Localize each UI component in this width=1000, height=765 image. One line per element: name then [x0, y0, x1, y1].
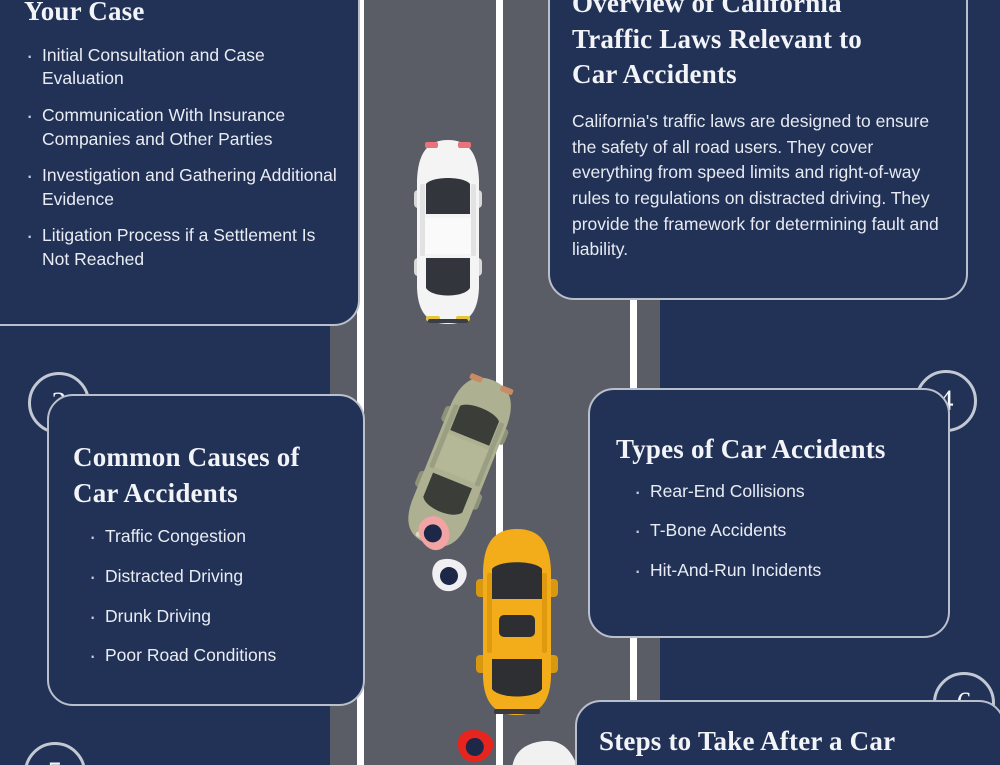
badge-5: 5: [24, 742, 86, 765]
list-item: Litigation Process if a Settlement Is No…: [24, 221, 340, 271]
white-car-bottom: [493, 729, 596, 765]
person-red-svg: [457, 730, 494, 763]
card-types-title: Types of Car Accidents: [616, 434, 886, 464]
card-your-case-bullets: Initial Consultation and Case Evaluation…: [24, 41, 340, 272]
card-steps: Steps to Take After a Car: [575, 700, 1000, 765]
card-types: Types of Car Accidents Rear-End Collisio…: [588, 388, 950, 638]
yellow-suv-svg: [476, 529, 558, 715]
person-red: [448, 722, 501, 765]
card-types-bullets: Rear-End Collisions T-Bone Accidents Hit…: [616, 477, 932, 585]
card-common-causes-title: Common Causes of Car Accidents: [73, 442, 300, 508]
person-pink-svg: [418, 516, 450, 551]
person-white-svg: [432, 558, 467, 592]
list-item: Communication With Insurance Companies a…: [24, 101, 340, 151]
list-item: Poor Road Conditions: [87, 641, 347, 670]
list-item: Hit-And-Run Incidents: [632, 556, 932, 585]
list-item: Distracted Driving: [87, 562, 347, 591]
list-item: Rear-End Collisions: [632, 477, 932, 506]
card-common-causes: Common Causes of Car Accidents Traffic C…: [47, 394, 365, 706]
list-item: T-Bone Accidents: [632, 516, 932, 545]
person-white: [422, 550, 476, 602]
white-sedan-top: [412, 138, 484, 326]
card-traffic-laws: Overview of California Traffic Laws Rele…: [548, 0, 968, 300]
card-traffic-laws-paragraph: California's traffic laws are designed t…: [572, 110, 939, 260]
list-item: Investigation and Gathering Additional E…: [24, 161, 340, 211]
yellow-suv: [474, 527, 560, 717]
title-line-2: Traffic Laws Relevant to: [572, 23, 862, 54]
list-item: Initial Consultation and Case Evaluation: [24, 41, 340, 91]
badge-5-label: 5: [48, 756, 63, 765]
white-sedan-svg: [414, 140, 482, 324]
list-item: Traffic Congestion: [87, 522, 347, 551]
card-common-causes-bullets: Traffic Congestion Distracted Driving Dr…: [73, 522, 347, 670]
lane-line-center: [496, 0, 503, 765]
white-car-bottom-svg: [511, 740, 585, 765]
title-line-1: Overview of California: [572, 0, 842, 18]
lane-line-left: [357, 0, 364, 765]
lane-line-right: [630, 0, 637, 765]
list-item: Drunk Driving: [87, 602, 347, 631]
title-line-3: Car Accidents: [572, 59, 737, 90]
card-your-case-title: Your Case: [24, 0, 145, 26]
card-your-case: Your Case Initial Consultation and Case …: [0, 0, 360, 326]
card-traffic-laws-title: Overview of California Traffic Laws Rele…: [572, 0, 946, 93]
person-pink: [408, 505, 464, 561]
card-steps-title: Steps to Take After a Car: [599, 726, 896, 756]
